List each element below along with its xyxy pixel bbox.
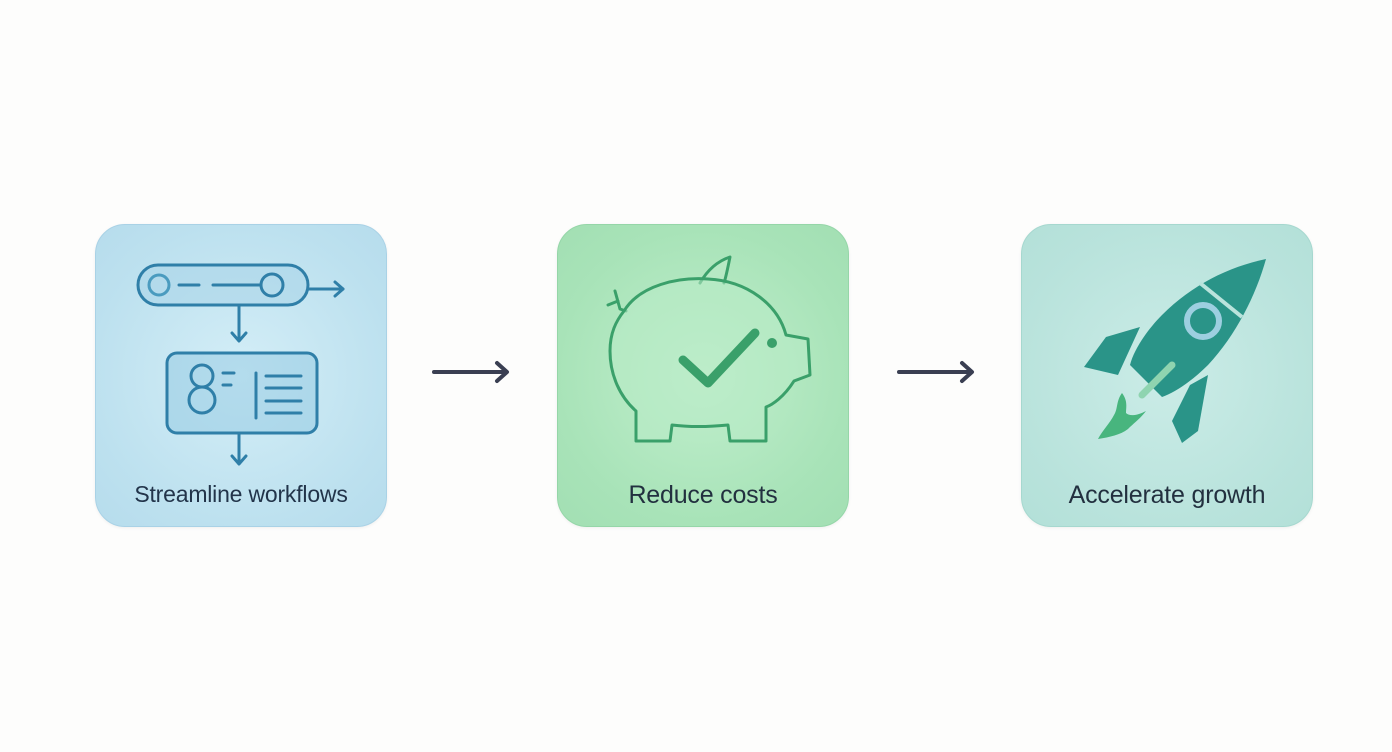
arrow-right-icon bbox=[897, 361, 974, 383]
step-card-streamline-workflows: Streamline workflows bbox=[95, 224, 387, 527]
step-card-reduce-costs: Reduce costs bbox=[557, 224, 849, 527]
workflow-icon bbox=[96, 225, 386, 466]
step-label: Streamline workflows bbox=[134, 481, 348, 507]
piggy-bank-check-icon bbox=[558, 225, 848, 465]
rocket-icon bbox=[1022, 225, 1312, 465]
arrow-right-icon bbox=[432, 361, 509, 383]
step-label: Accelerate growth bbox=[1068, 481, 1266, 509]
step-label: Reduce costs bbox=[628, 481, 778, 509]
step-card-accelerate-growth: Accelerate growth bbox=[1021, 224, 1313, 527]
